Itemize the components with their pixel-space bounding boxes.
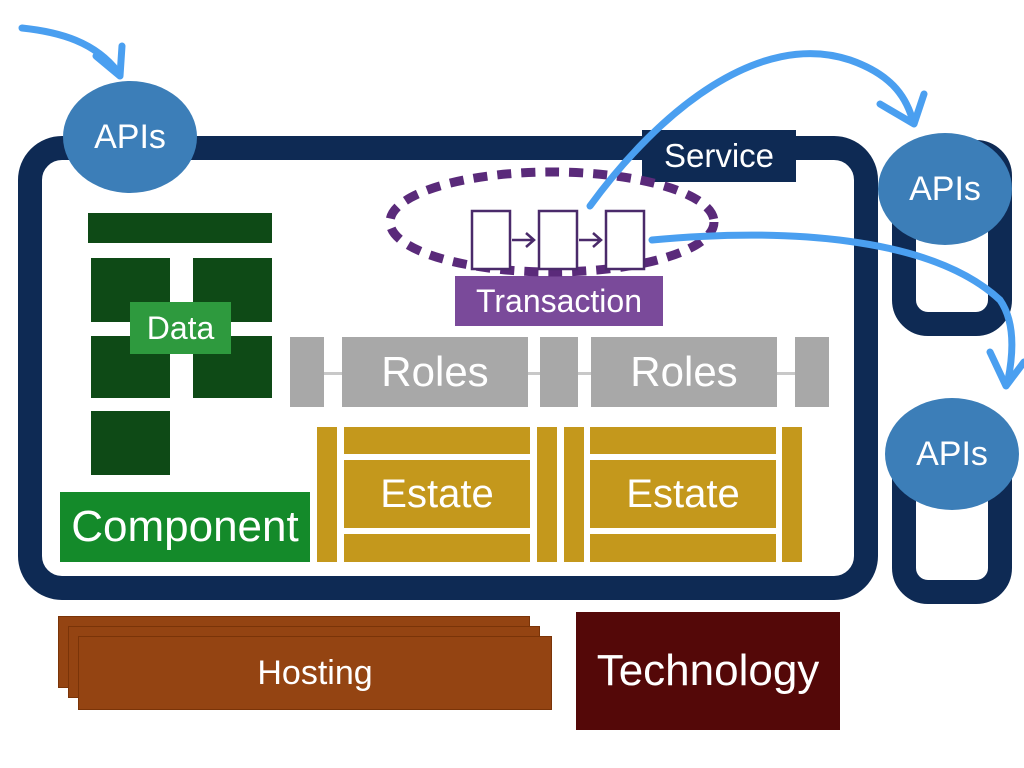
transaction-step	[537, 209, 579, 271]
estate-strip	[344, 427, 530, 454]
apis-right-top-label: APIs	[909, 169, 981, 208]
roles-block-1: Roles	[342, 337, 528, 407]
arrow-apis-bottom-head	[986, 348, 1024, 390]
estate-pillar	[537, 427, 557, 562]
transaction-label: Transaction	[455, 276, 663, 326]
apis-left-label: APIs	[94, 117, 166, 156]
data-label: Data	[130, 302, 231, 354]
roles-block-2: Roles	[591, 337, 777, 407]
estate-strip	[590, 427, 776, 454]
roles-edge	[795, 337, 829, 407]
arrow-apis-top-head	[876, 90, 928, 128]
transaction-ellipse	[385, 167, 719, 277]
arrow-transaction-to-apis-bottom	[648, 231, 1016, 384]
data-bar	[88, 213, 272, 243]
estate-pillar	[564, 427, 584, 562]
hosting-card: Hosting	[78, 636, 552, 710]
data-block	[91, 411, 170, 475]
api-circle-right-top	[878, 133, 1012, 245]
estate-block-2: Estate	[590, 460, 776, 528]
api-circle-left	[63, 81, 197, 193]
estate-strip	[590, 534, 776, 562]
estate-block-1: Estate	[344, 460, 530, 528]
estate-strip	[344, 534, 530, 562]
roles-edge	[290, 337, 324, 407]
estate-pillar	[782, 427, 802, 562]
arrow-into-apis-left-head	[92, 42, 126, 80]
apis-right-bottom-label: APIs	[916, 434, 988, 473]
api-circle-right-bottom	[885, 398, 1019, 510]
transaction-step	[470, 209, 512, 271]
arrow-into-apis-left	[18, 24, 122, 76]
component-label: Component	[60, 492, 310, 562]
api-circles	[63, 81, 1019, 510]
roles-divider	[540, 337, 578, 407]
estate-pillar	[317, 427, 337, 562]
blue-flow-arrows	[18, 24, 1024, 390]
service-label: Service	[642, 130, 796, 182]
transaction-step	[604, 209, 646, 271]
arrow-transaction-to-apis-top	[586, 50, 916, 210]
transaction-step-arrow	[512, 232, 603, 248]
technology-block: Technology	[576, 612, 840, 730]
